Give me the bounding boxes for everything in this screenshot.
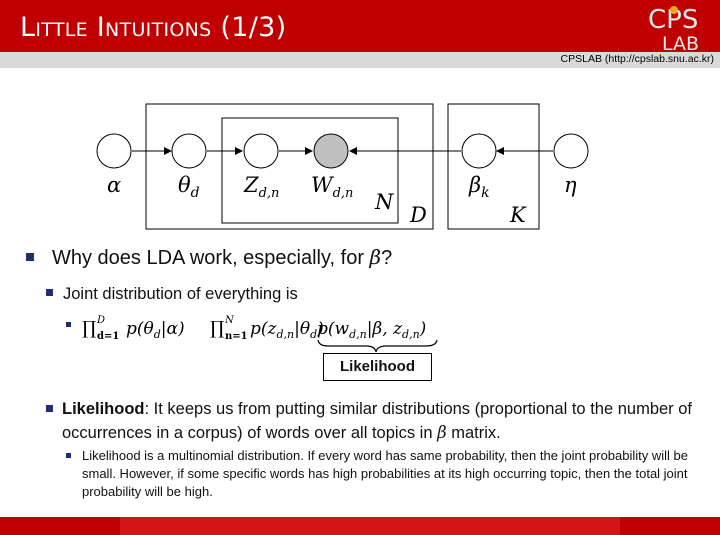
bullet-joint-distribution: Joint distribution of everything is (46, 285, 298, 304)
svg-text:∏: ∏ (210, 318, 224, 339)
svg-text:p(wd,n|β, zd,n): p(wd,n|β, zd,n) (317, 319, 426, 341)
bottom-bar (0, 517, 720, 535)
plate-k (447, 103, 540, 230)
bullet-square-icon (46, 289, 53, 297)
logo-dot-icon (670, 6, 678, 14)
node-eta (553, 133, 589, 169)
logo-bottom-text: LAB (662, 33, 699, 52)
plate-label-n: N (374, 190, 394, 214)
node-z (243, 133, 279, 169)
sub-bar: CPSLAB (http://cpslab.snu.ac.kr) (0, 52, 720, 68)
label-w: Wd,n (311, 173, 353, 201)
bullet-question: Why does LDA work, especially, for β? (26, 245, 392, 270)
label-eta: η (564, 173, 577, 197)
svg-text:D: D (96, 315, 105, 326)
node-alpha (96, 133, 132, 169)
svg-text:∏: ∏ (82, 318, 96, 339)
plate-label-d: D (409, 203, 427, 227)
slide-title: Little Intuitions (1/3) (20, 12, 287, 43)
cps-lab-logo: CPS LAB (648, 5, 699, 52)
label-beta: βk (468, 173, 490, 201)
bullet-square-icon (26, 252, 34, 261)
svg-text:n=1: n=1 (225, 331, 248, 342)
bullet-square-icon (66, 453, 71, 458)
likelihood-brace (317, 339, 438, 352)
likelihood-callout: Likelihood (323, 353, 432, 381)
svg-text:N: N (224, 315, 235, 326)
svg-text:p(θd|α): p(θd|α) (126, 319, 185, 341)
label-alpha: α (107, 173, 121, 197)
joint-distribution-formula: ∏ D d=1 p(θd|α) ∏ N n=1 p(zd,n|θd) p(wd,… (66, 315, 438, 352)
svg-text:d=1: d=1 (97, 331, 119, 342)
node-theta (171, 133, 207, 169)
bullet-square-icon (66, 322, 71, 327)
title-bar: Little Intuitions (1/3) CPS LAB (0, 0, 720, 52)
plate-label-k: K (509, 203, 527, 227)
plate-n (221, 117, 399, 224)
lab-url: CPSLAB (http://cpslab.snu.ac.kr) (560, 53, 714, 65)
node-w (313, 133, 349, 169)
label-z: Zd,n (243, 173, 279, 201)
bullet-likelihood-explanation: Likelihood: It keeps us from putting sim… (46, 397, 706, 445)
bottom-bar-highlight (120, 517, 620, 535)
lda-plate-diagram: α θd Zd,n Wd,n βk η N D K (96, 103, 589, 230)
bullet-multinomial: Likelihood is a multinomial distribution… (66, 447, 706, 501)
plate-d (145, 103, 434, 230)
bullet-square-icon (46, 405, 53, 412)
label-theta: θd (178, 173, 200, 201)
node-beta (461, 133, 497, 169)
svg-text:p(zd,n|θd): p(zd,n|θd) (250, 319, 324, 341)
